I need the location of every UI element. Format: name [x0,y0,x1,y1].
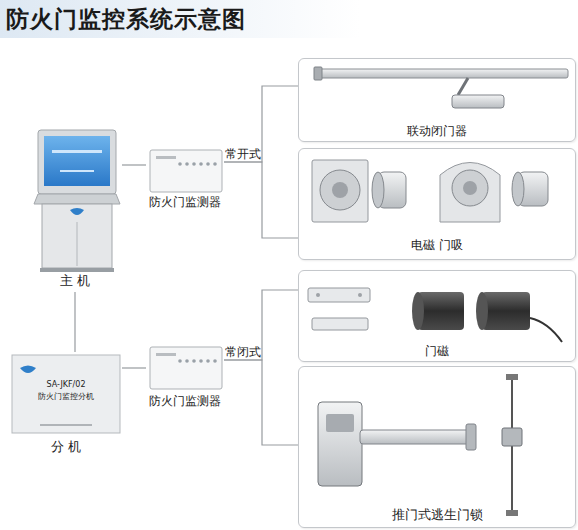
led [199,359,203,363]
node-label: 防火门监测器 [146,395,224,409]
monitor-device [150,150,222,192]
connector-label: 常开式 [225,148,261,161]
screw-hole [358,293,362,297]
device-card: 联动闭门器 [298,58,576,142]
monitor-screen [44,136,110,186]
connector-line [74,292,75,352]
led [213,162,217,166]
led [206,359,210,363]
led [178,162,182,166]
closer-arm [458,78,468,95]
connector-label: 常闭式 [225,346,261,359]
node-label: SA-JKF/02 [10,380,122,389]
led [185,359,189,363]
host-cabinet [42,204,112,268]
rail-end-cap [314,67,322,80]
node-label: 分 机 [10,440,122,455]
led [178,359,182,363]
title-band [0,0,360,38]
screen-line [60,170,94,172]
device-card: 门磁 [298,270,576,362]
subunit-logo [20,366,36,374]
cabinet-door-gap [77,222,78,266]
bar-end-bracket [466,424,476,450]
contact-cylinder [418,292,464,330]
connector-line [224,162,298,238]
cylinder-face [476,292,488,330]
company-line [40,424,92,426]
screen-line [52,150,102,153]
contact-cylinder [482,292,530,330]
host-computer: 主 机 [28,128,122,292]
led [192,162,196,166]
led [185,162,189,166]
magnet-core [332,182,348,198]
node-label: 防火门监测器 [146,196,224,210]
closer-rail [318,69,568,78]
armature-face [372,172,384,208]
door-monitor: 防火门监测器 [146,343,224,409]
lock-cylinder-cover [326,414,354,432]
device-card: 电磁 门吸 [298,148,576,260]
node-label: 主 机 [28,274,122,289]
push-bar [360,430,472,444]
led [192,359,196,363]
contact-wire [530,318,562,342]
rod-mechanism [502,428,522,446]
node-label: 电磁 门吸 [299,239,575,253]
door-monitor: 防火门监测器 [146,146,224,210]
lock-body [318,402,362,486]
armature-face [512,172,524,206]
monitor-device [150,347,222,389]
holder-magnet [320,170,360,210]
holder-plate [312,160,368,222]
connector-line [224,360,298,445]
rod-cap [506,510,518,516]
led [213,359,217,363]
contact-bar [308,288,370,302]
holder-magnet [452,170,488,206]
led [206,162,210,166]
device-text-line [156,353,176,356]
closer-body [452,95,504,108]
connector-line [122,164,146,165]
sub-unit: SA-JKF/02 防火门监控分机分 机 [10,352,122,458]
connector-line [224,290,298,360]
screw-hole [316,293,320,297]
diagram-title: 防火门监控系统示意图 [6,4,246,35]
connector-line [122,367,146,368]
rod-cap [506,374,518,380]
device-card: 推门式逃生门锁 [298,366,576,528]
node-label: 推门式逃生门锁 [299,508,575,523]
led [199,162,203,166]
led-row [178,162,217,166]
node-label: 联动闭门器 [299,125,575,139]
holder-bracket [440,163,500,223]
host-desk [34,194,120,204]
led-row [178,359,217,363]
device-text-line [156,156,176,159]
contact-bar [312,318,368,330]
node-label: 防火门监控分机 [10,392,122,401]
cylinder-face [412,292,424,330]
node-label: 门磁 [299,345,575,359]
host-logo [70,208,84,215]
magnet-core [463,181,477,195]
monitor-frame [38,130,116,194]
host-base [40,268,114,272]
connector-line [224,86,298,162]
